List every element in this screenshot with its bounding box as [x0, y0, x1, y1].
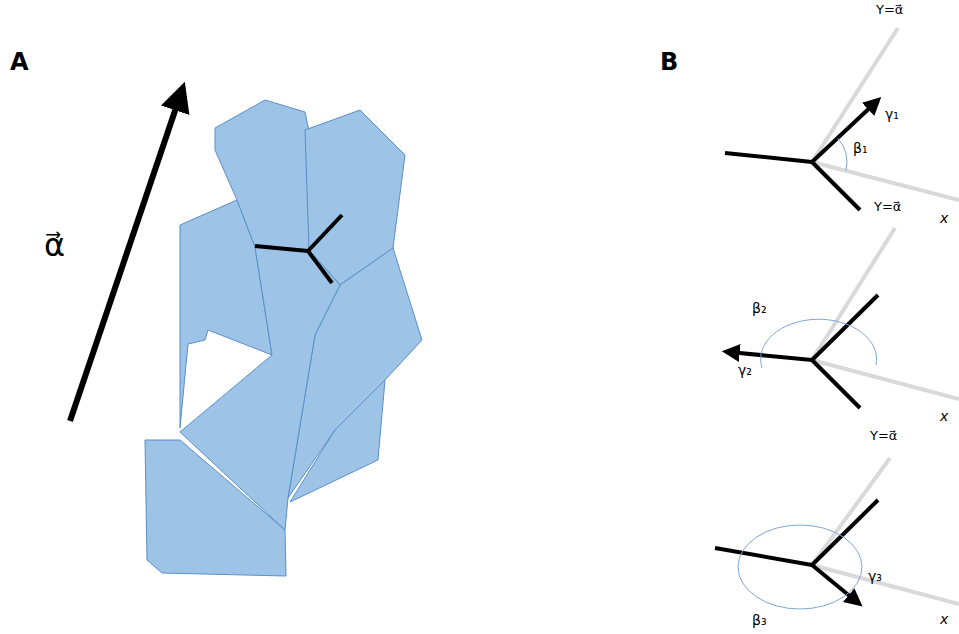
angle-arc — [738, 525, 862, 609]
panel-letter: A — [10, 48, 29, 77]
angle-label: β₁ — [853, 140, 868, 157]
vector-label: γ₃ — [868, 568, 882, 585]
axis-label: Y=α⃗ — [876, 2, 903, 18]
vector-label: γ₁ — [885, 106, 899, 123]
axis-label: x — [940, 611, 948, 628]
x-axis — [812, 162, 959, 200]
cell — [215, 100, 313, 250]
cell-group — [145, 100, 422, 576]
y-axis — [812, 28, 898, 162]
direction-arrow — [70, 96, 180, 421]
angle-arc — [838, 138, 847, 171]
vector-label: γ₂ — [738, 362, 752, 379]
junction — [255, 215, 342, 283]
axis-label: x — [940, 210, 948, 227]
x-axis — [812, 565, 959, 604]
axis-label: x — [940, 408, 948, 425]
y-axis — [812, 458, 890, 565]
angle-arc — [761, 319, 877, 368]
junction-detail — [715, 458, 959, 609]
angle-label: β₃ — [752, 612, 767, 629]
vector-label: α⃗ — [44, 226, 65, 264]
axis-label: Y=α⃗ — [874, 199, 901, 215]
angle-label: β₂ — [752, 300, 767, 317]
cell — [180, 247, 340, 530]
y-axis — [812, 228, 895, 360]
panel-letter: B — [660, 48, 678, 77]
axis-label: Y=α⃗ — [870, 428, 897, 444]
junction-detail — [729, 228, 959, 408]
junction-detail — [725, 28, 959, 210]
